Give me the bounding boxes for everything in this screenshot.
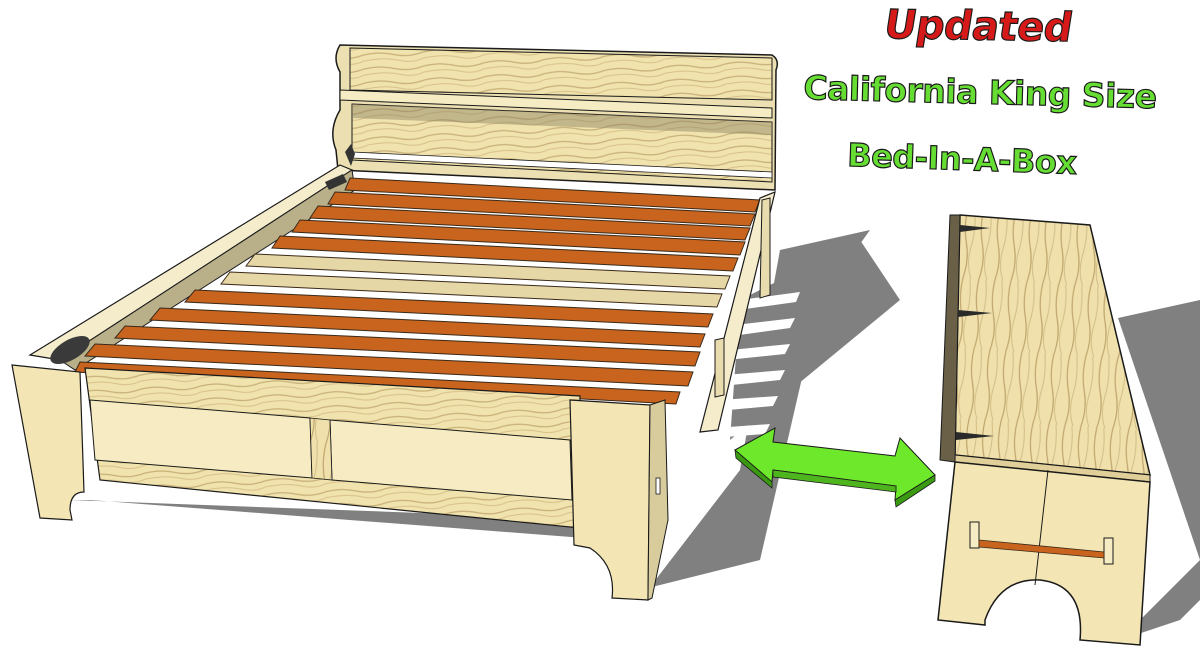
double-headed-arrow-icon [734, 427, 936, 508]
floor-shadow [70, 230, 1200, 640]
title-updated: Updated [880, 1, 1076, 52]
footboard [11, 364, 669, 601]
title-block: Updated California King Size Bed-In-A-Bo… [790, 0, 1190, 200]
right-side-rail [699, 191, 776, 433]
bed-slats [74, 177, 761, 405]
packed-bed-box [937, 214, 1151, 646]
title-size: California King Size [802, 67, 1158, 117]
headboard [332, 44, 779, 191]
title-product: Bed-In-A-Box [846, 135, 1078, 182]
